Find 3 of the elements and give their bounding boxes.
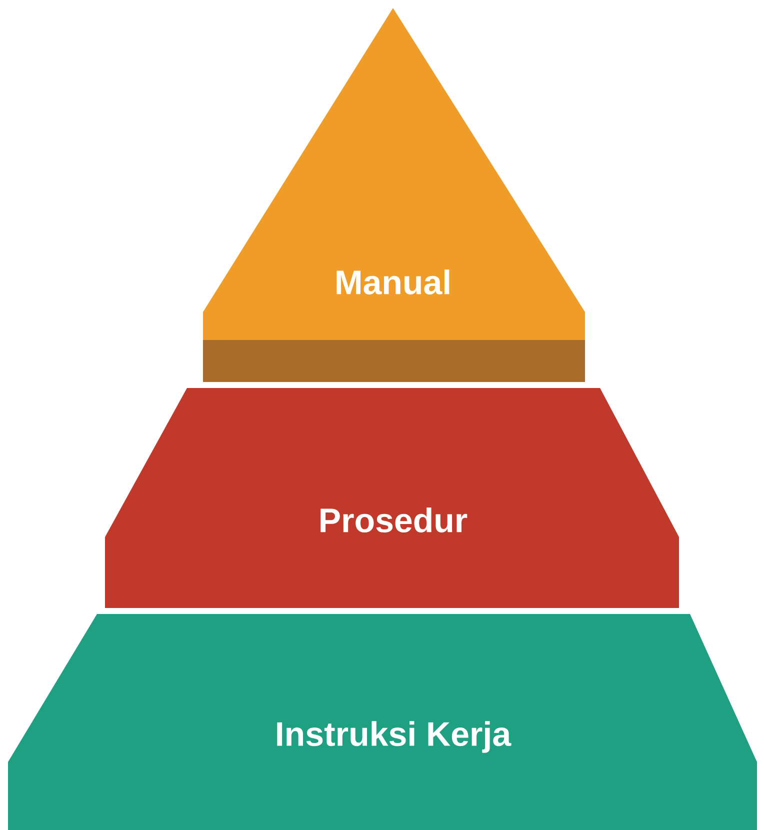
pyramid-tier: Prosedur (105, 388, 679, 608)
pyramid-tier: Instruksi Kerja (8, 614, 757, 830)
pyramid-tier: Manual (203, 8, 585, 382)
